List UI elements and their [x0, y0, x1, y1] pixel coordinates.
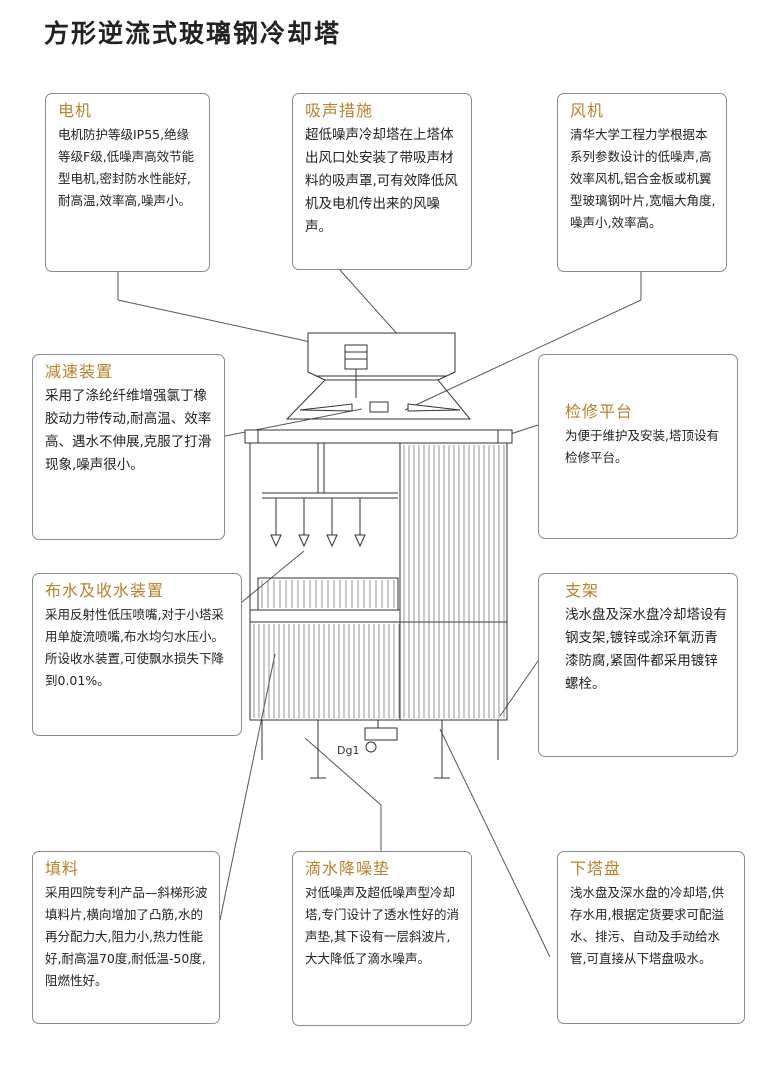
callout-motor-body: 电机防护等级IP55,绝缘等级F级,低噪声高效节能型电机,密封防水性能好,耐高温…	[58, 127, 195, 208]
fan-blades	[299, 403, 461, 412]
maintenance-platform	[244, 429, 513, 444]
pipe-label: Dg1	[337, 744, 359, 757]
motor-body	[344, 344, 368, 370]
fan-stack	[285, 379, 472, 420]
callout-basin: 下塔盘 浅水盘及深水盘的冷却塔,供存水用,根据定货要求可配溢水、排污、自动及手动…	[557, 851, 745, 1024]
callout-support-body: 浅水盘及深水盘冷却塔设有钢支架,镀锌或涂环氧沥青漆防腐,紧固件都采用镀锌螺栓。	[565, 607, 727, 692]
spray-nozzle	[270, 534, 282, 548]
callout-drip-title: 滴水降噪垫	[305, 859, 391, 878]
callout-silencer-title: 吸声措施	[305, 101, 374, 120]
callout-drip-body: 对低噪声及超低噪声型冷却塔,专门设计了透水性好的消声垫,其下设有一层斜波片,大大…	[305, 885, 459, 966]
callout-drip: 滴水降噪垫 对低噪声及超低噪声型冷却塔,专门设计了透水性好的消声垫,其下设有一层…	[292, 851, 472, 1026]
callout-platform: 检修平台 为便于维护及安装,塔顶设有检修平台。	[538, 354, 738, 539]
silencer-hood	[307, 332, 456, 381]
callout-water-body: 采用反射性低压喷嘴,对于小塔采用单旋流喷嘴,布水均匀水压小。所设收水装置,可使飘…	[45, 607, 224, 688]
tower-body	[249, 442, 508, 721]
spray-nozzle	[298, 534, 310, 548]
callout-motor: 电机 电机防护等级IP55,绝缘等级F级,低噪声高效节能型电机,密封防水性能好,…	[45, 93, 210, 272]
outlet-pipe	[364, 727, 398, 741]
callout-platform-title: 检修平台	[565, 402, 634, 421]
page-title: 方形逆流式玻璃钢冷却塔	[44, 19, 342, 48]
callout-support: 支架 浅水盘及深水盘冷却塔设有钢支架,镀锌或涂环氧沥青漆防腐,紧固件都采用镀锌螺…	[538, 573, 738, 757]
callout-silencer-body: 超低噪声冷却塔在上塔体出风口处安装了带吸声材料的吸声罩,可有效降低风机及电机传出…	[305, 127, 458, 235]
leader-support	[499, 660, 539, 717]
callout-water-title: 布水及收水装置	[45, 581, 165, 600]
spray-nozzle	[326, 534, 338, 548]
callout-fan-body: 清华大学工程力学根据本系列参数设计的低噪声,高效率风机,铝合金板或机翼型玻璃钢叶…	[570, 127, 716, 230]
leader-basin	[439, 728, 551, 958]
demister	[257, 577, 399, 611]
callout-fill-body: 采用四院专利产品—斜梯形波填料片,横向增加了凸筋,水的再分配力大,阻力小,热力性…	[45, 885, 208, 988]
callout-water: 布水及收水装置 采用反射性低压喷嘴,对于小塔采用单旋流喷嘴,布水均匀水压小。所设…	[32, 573, 242, 736]
callout-basin-title: 下塔盘	[570, 859, 622, 878]
callout-reducer-title: 减速装置	[45, 362, 114, 381]
callout-fan: 风机 清华大学工程力学根据本系列参数设计的低噪声,高效率风机,铝合金板或机翼型玻…	[557, 93, 727, 272]
callout-basin-body: 浅水盘及深水盘的冷却塔,供存水用,根据定货要求可配溢水、排污、自动及手动给水管,…	[570, 885, 724, 966]
callout-silencer: 吸声措施 超低噪声冷却塔在上塔体出风口处安装了带吸声材料的吸声罩,可有效降低风机…	[292, 93, 472, 270]
callout-support-title: 支架	[565, 581, 600, 600]
callout-platform-body: 为便于维护及安装,塔顶设有检修平台。	[565, 428, 719, 465]
callout-fill: 填料 采用四院专利产品—斜梯形波填料片,横向增加了凸筋,水的再分配力大,阻力小,…	[32, 851, 220, 1024]
callout-reducer-body: 采用了涤纶纤维增强氯丁橡胶动力带传动,耐高温、效率高、遇水不伸展,克服了打滑现象…	[45, 388, 212, 473]
callout-fill-title: 填料	[45, 859, 80, 878]
callout-motor-title: 电机	[58, 101, 93, 120]
callout-fan-title: 风机	[570, 101, 605, 120]
leader-water	[241, 550, 305, 603]
spray-nozzle	[354, 534, 366, 548]
callout-reducer: 减速装置 采用了涤纶纤维增强氯丁橡胶动力带传动,耐高温、效率高、遇水不伸展,克服…	[32, 354, 225, 540]
leader-fill	[219, 653, 276, 921]
